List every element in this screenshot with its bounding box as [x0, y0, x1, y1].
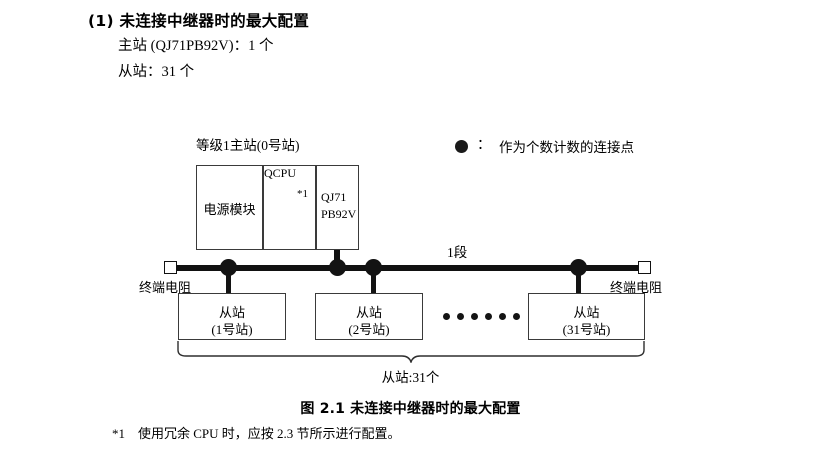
slave-count-line: 从站：31 个: [118, 64, 195, 80]
master-count-line: 主站 (QJ71PB92V)：1 个: [118, 38, 274, 54]
module-power-supply: 电源模块: [196, 165, 263, 250]
slave-group-brace-label: 从站:31个: [381, 370, 440, 385]
slave-group-brace: [176, 341, 646, 363]
network-bus-line: [176, 265, 644, 271]
slave-station-box: 从站 (31号站): [528, 293, 645, 340]
module-qj71pb92v-label-line1: QJ71: [321, 190, 347, 204]
module-qcpu: QCPU *1: [263, 165, 316, 250]
footnote-marker: *1: [297, 188, 308, 200]
slave-station-number: (2号站): [348, 322, 390, 337]
module-power-supply-label: 电源模块: [203, 202, 256, 217]
slave-station-name: 从站: [355, 305, 382, 320]
footnote-mark: *1: [112, 426, 125, 441]
module-qj71pb92v: QJ71 PB92V: [316, 165, 359, 250]
page-title: (1) 未连接中继器时的最大配置: [88, 12, 310, 30]
filled-circle-icon: [455, 139, 468, 153]
slave-drop-line: [371, 267, 376, 294]
slave-station-number: (1号站): [211, 322, 253, 337]
footnote: *1 使用冗余 CPU 时，应按 2.3 节所示进行配置。: [112, 423, 401, 442]
terminating-resistor-left-icon: [164, 261, 177, 274]
footnote-text: 使用冗余 CPU 时，应按 2.3 节所示进行配置。: [138, 426, 401, 441]
slave-drop-line: [576, 267, 581, 294]
legend-colon: ：: [477, 138, 491, 153]
slave-station-number: (31号站): [562, 322, 611, 337]
figure-caption: 图 2.1 未连接中继器时的最大配置: [300, 401, 521, 417]
slave-station-name: 从站: [573, 305, 600, 320]
legend: ： 作为个数计数的连接点: [455, 136, 634, 156]
terminating-resistor-right-label: 终端电阻: [610, 280, 663, 295]
terminating-resistor-right-icon: [638, 261, 651, 274]
ellipsis-dots-icon: [443, 313, 520, 320]
terminating-resistor-left-label: 终端电阻: [139, 280, 192, 295]
legend-label: 作为个数计数的连接点: [499, 140, 634, 155]
module-qcpu-label: QCPU: [264, 166, 297, 180]
module-qj71pb92v-label-line2: PB92V: [321, 207, 357, 221]
slave-station-name: 从站: [218, 305, 245, 320]
slave-station-box: 从站 (2号站): [315, 293, 423, 340]
slave-drop-line: [226, 267, 231, 294]
slave-station-box: 从站 (1号站): [178, 293, 286, 340]
master-rack-label: 等级1主站(0号站): [196, 138, 300, 153]
connection-point-dot: [329, 259, 346, 276]
segment-label: 1段: [447, 245, 468, 260]
